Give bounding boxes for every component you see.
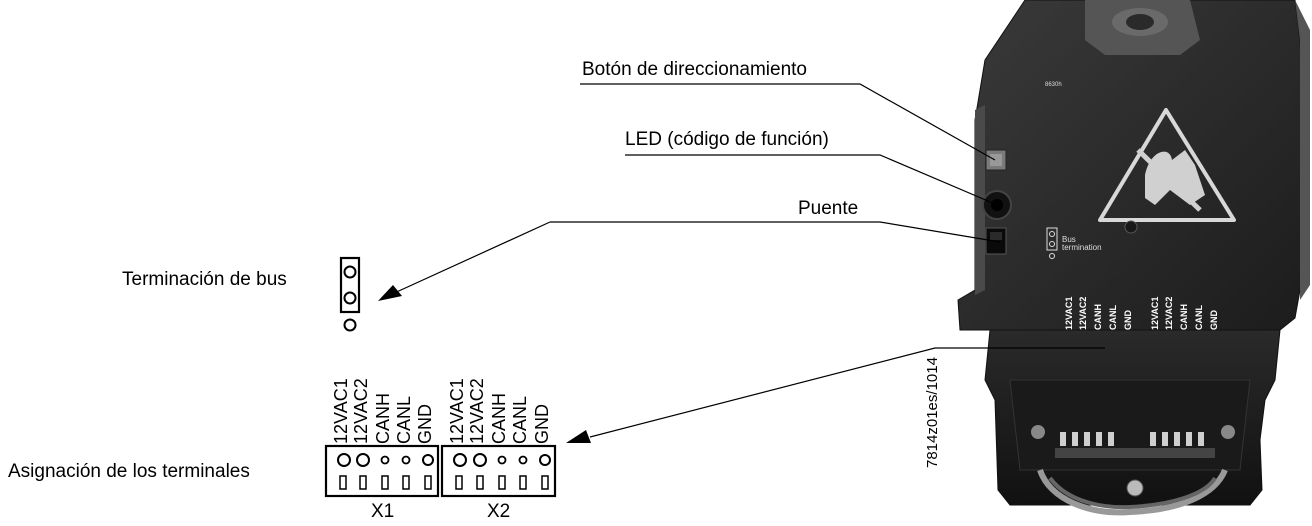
x2-label: X2: [487, 501, 511, 522]
device-x2-12vac2: 12VAC2: [1164, 296, 1174, 330]
device-bus-termination-text: Bus termination: [1062, 235, 1102, 253]
x1-terminal-canh: CANH: [373, 392, 393, 444]
device-small-code: 8630h: [1045, 82, 1062, 88]
arrow-head-bus-termination: [378, 285, 402, 301]
x2-terminal-canl: CANL: [510, 395, 530, 444]
device-x2-gnd: GND: [1209, 310, 1219, 330]
device-x2-canh: CANH: [1179, 304, 1189, 330]
device-x1-12vac1: 12VAC1: [1064, 296, 1074, 330]
terminal-block-x1-symbol: [324, 444, 440, 498]
device-x2-canl: CANL: [1194, 305, 1204, 330]
x2-terminal-12vac2: 12VAC2: [467, 378, 487, 444]
bus-termination-symbol: [339, 256, 361, 332]
x1-terminal-12vac1: 12VAC1: [331, 378, 351, 444]
device-x1-gnd: GND: [1123, 310, 1133, 330]
arrow-head-terminals: [566, 430, 591, 443]
leader-terminals: [589, 347, 1105, 438]
x2-terminal-gnd: GND: [532, 404, 552, 444]
x2-terminal-12vac1: 12VAC1: [447, 378, 467, 444]
terminal-block-x2-symbol: [440, 444, 557, 498]
x2-terminal-canh: CANH: [489, 392, 509, 444]
address-button-label: Botón de direccionamiento: [582, 59, 807, 80]
controller-device-image: [957, 0, 1310, 516]
x1-label: X1: [371, 501, 395, 522]
leader-lines: [389, 83, 1105, 438]
device-x1-12vac2: 12VAC2: [1078, 296, 1088, 330]
device-x1-canl: CANL: [1108, 305, 1118, 330]
device-x2-12vac1: 12VAC1: [1150, 296, 1160, 330]
x1-terminal-canl: CANL: [394, 395, 414, 444]
leader-led: [625, 154, 996, 205]
esd-warning-symbol: [1098, 108, 1236, 222]
leader-jumper: [550, 221, 1001, 243]
led-label: LED (código de función): [625, 129, 829, 150]
bus-termination-label: Terminación de bus: [122, 269, 287, 290]
leader-jumper-to-bus: [389, 221, 551, 296]
figure-code: 7814z01es/1014: [924, 357, 941, 468]
x1-terminal-gnd: GND: [415, 404, 435, 444]
terminal-assignment-label: Asignación de los terminales: [8, 461, 250, 482]
leader-address-button: [580, 83, 996, 161]
jumper-label: Puente: [798, 198, 859, 219]
x1-terminal-12vac2: 12VAC2: [351, 378, 371, 444]
device-x1-canh: CANH: [1093, 304, 1103, 330]
